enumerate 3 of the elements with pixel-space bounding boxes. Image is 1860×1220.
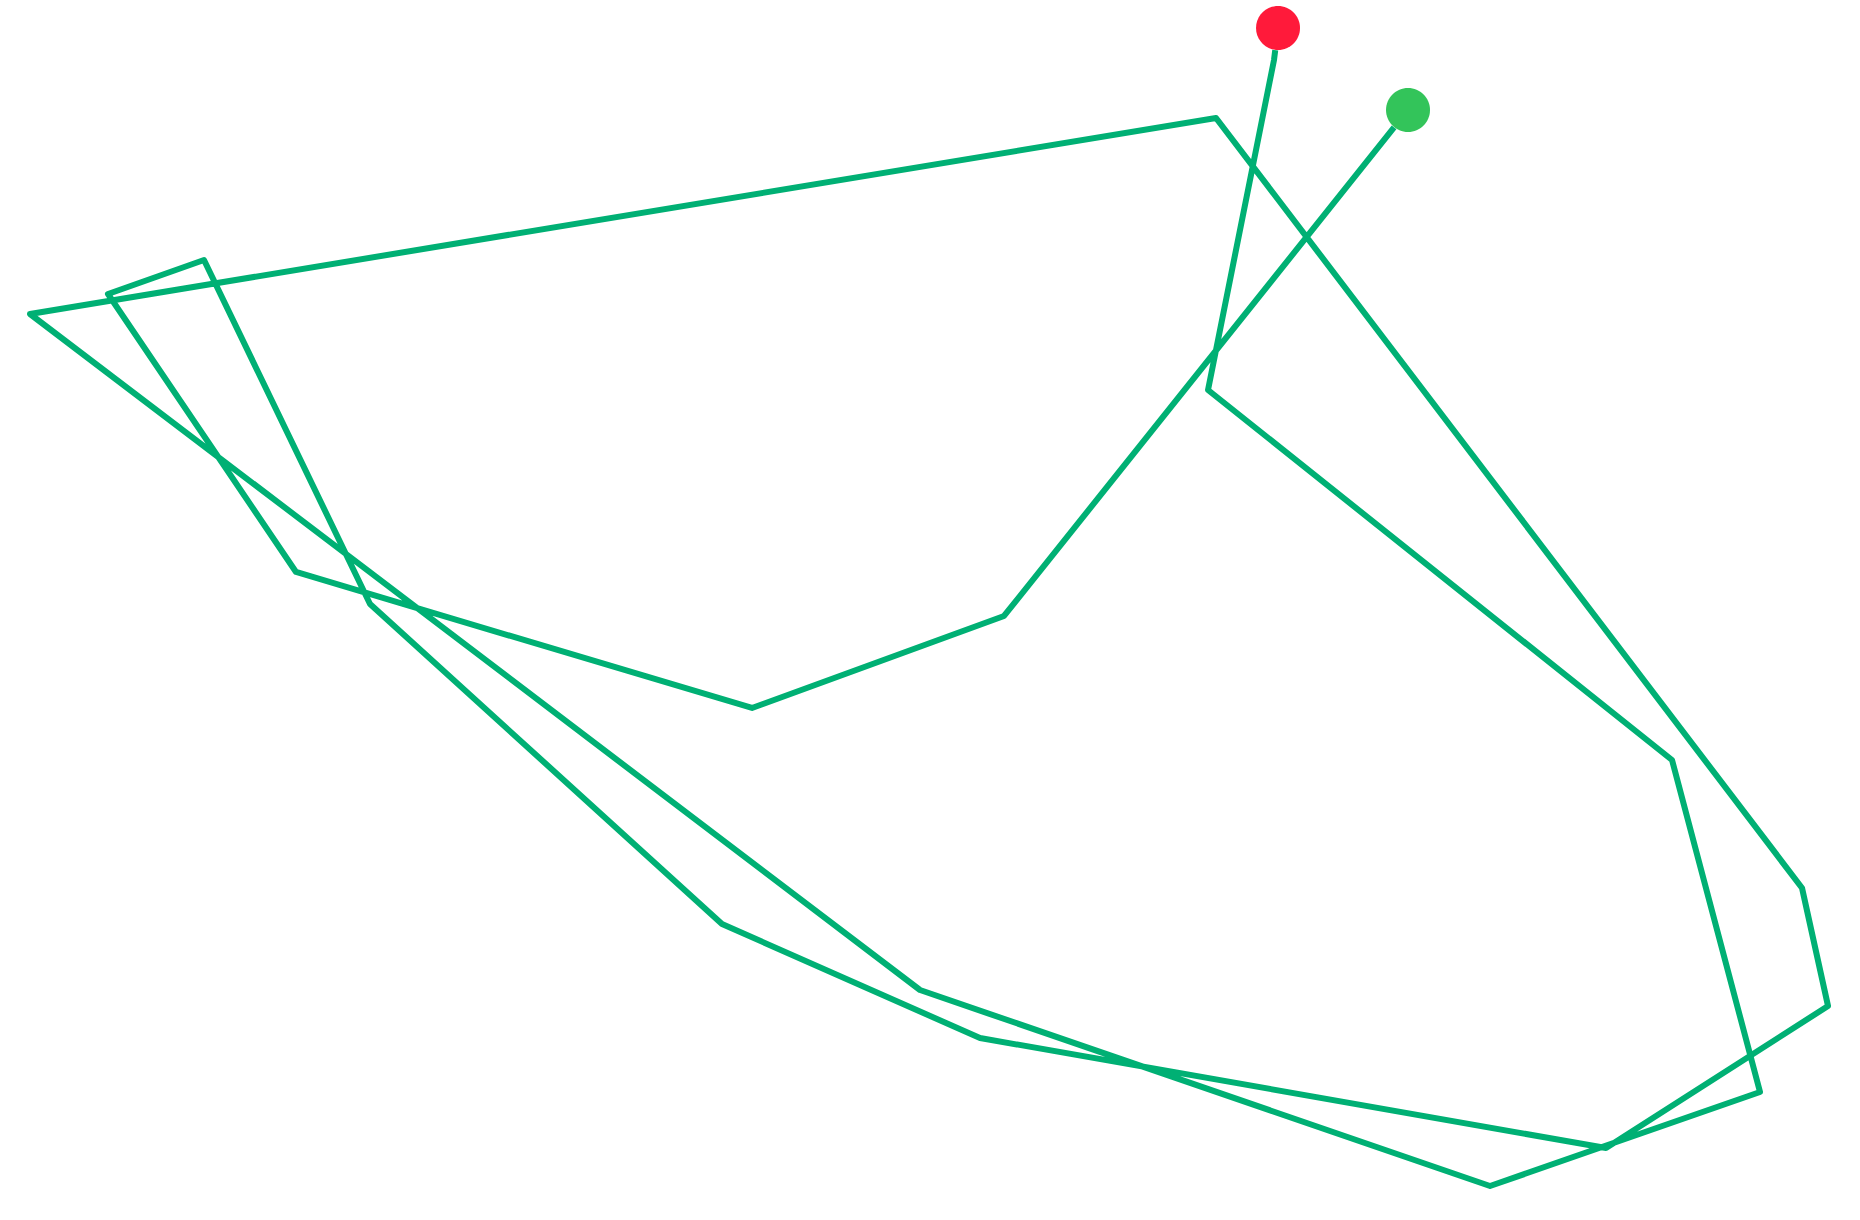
route-line [27, 49, 1831, 1189]
route-dot [1386, 88, 1430, 132]
route-dot [1256, 6, 1300, 50]
